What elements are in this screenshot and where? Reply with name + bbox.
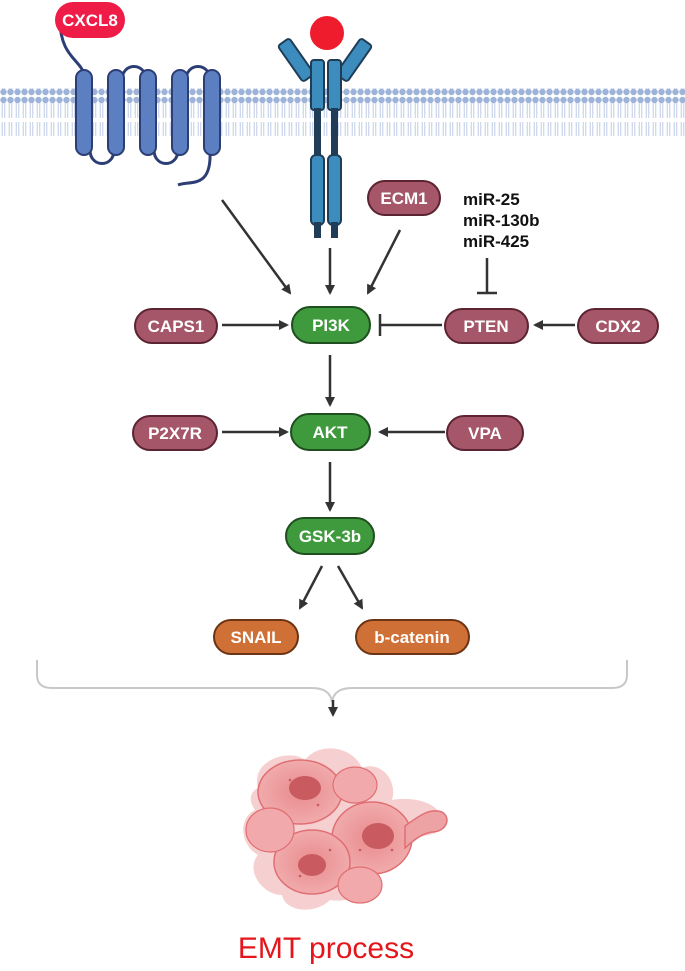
mirna-label: miR-130b [463, 211, 540, 230]
node-ecm1: ECM1 [367, 180, 441, 216]
mirna-list: miR-25 miR-130b miR-425 [463, 190, 540, 251]
gpcr-receptor-icon [58, 19, 221, 187]
cell-membrane [0, 88, 685, 136]
cancer-cell-cluster-icon [243, 748, 448, 910]
cdx2-label: CDX2 [595, 317, 640, 336]
pten-label: PTEN [463, 317, 508, 336]
growth-factor-ligand-icon [310, 16, 344, 50]
node-gsk3b: GSK-3b [285, 517, 375, 555]
grouping-brace [36, 660, 628, 703]
node-bcatenin: b-catenin [355, 619, 470, 655]
arrow-ecm1-to-pi3k [366, 229, 402, 295]
node-pi3k: PI3K [291, 306, 371, 344]
node-p2x7r: P2X7R [132, 415, 218, 451]
cxcl8-label: CXCL8 [62, 11, 118, 30]
node-cdx2: CDX2 [577, 308, 659, 344]
node-pten: PTEN [444, 308, 529, 344]
node-vpa: VPA [446, 415, 524, 451]
arrow-gpcr-to-pi3k [220, 199, 292, 295]
gsk3b-label: GSK-3b [299, 527, 361, 546]
node-caps1: CAPS1 [134, 308, 218, 344]
bcatenin-label: b-catenin [374, 628, 450, 647]
emt-process-title: EMT process [238, 932, 414, 965]
p2x7r-label: P2X7R [148, 424, 202, 443]
vpa-label: VPA [468, 424, 502, 443]
arrow-gsk3b-to-bcatenin [336, 565, 364, 610]
akt-label: AKT [313, 423, 349, 442]
rtk-receptor-icon [277, 16, 373, 238]
mirna-label: miR-25 [463, 190, 520, 209]
snail-label: SNAIL [231, 628, 282, 647]
node-akt: AKT [290, 413, 371, 451]
ecm1-label: ECM1 [380, 189, 427, 208]
caps1-label: CAPS1 [148, 317, 205, 336]
pi3k-label: PI3K [312, 316, 351, 335]
cxcl8-ligand: CXCL8 [55, 2, 125, 38]
mirna-label: miR-425 [463, 232, 529, 251]
arrow-gsk3b-to-snail [298, 565, 324, 610]
node-snail: SNAIL [213, 619, 299, 655]
pathway-arrows [220, 199, 575, 610]
